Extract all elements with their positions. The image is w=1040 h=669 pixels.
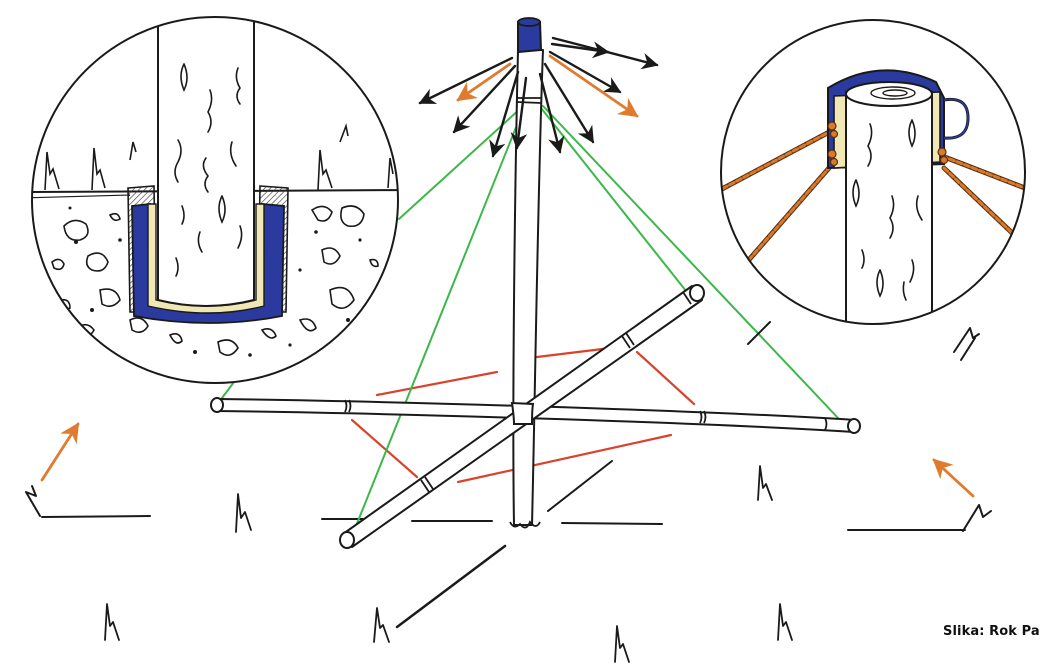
mast-joint [512,403,533,424]
ground-lines [42,461,965,627]
magnifier-detail-icon [20,0,415,383]
magnifier-detail-icon [720,20,1030,340]
grass-tuft-icon [105,466,792,662]
image-credit: Slika: Rok Pa [943,624,1040,639]
mast [510,18,543,528]
